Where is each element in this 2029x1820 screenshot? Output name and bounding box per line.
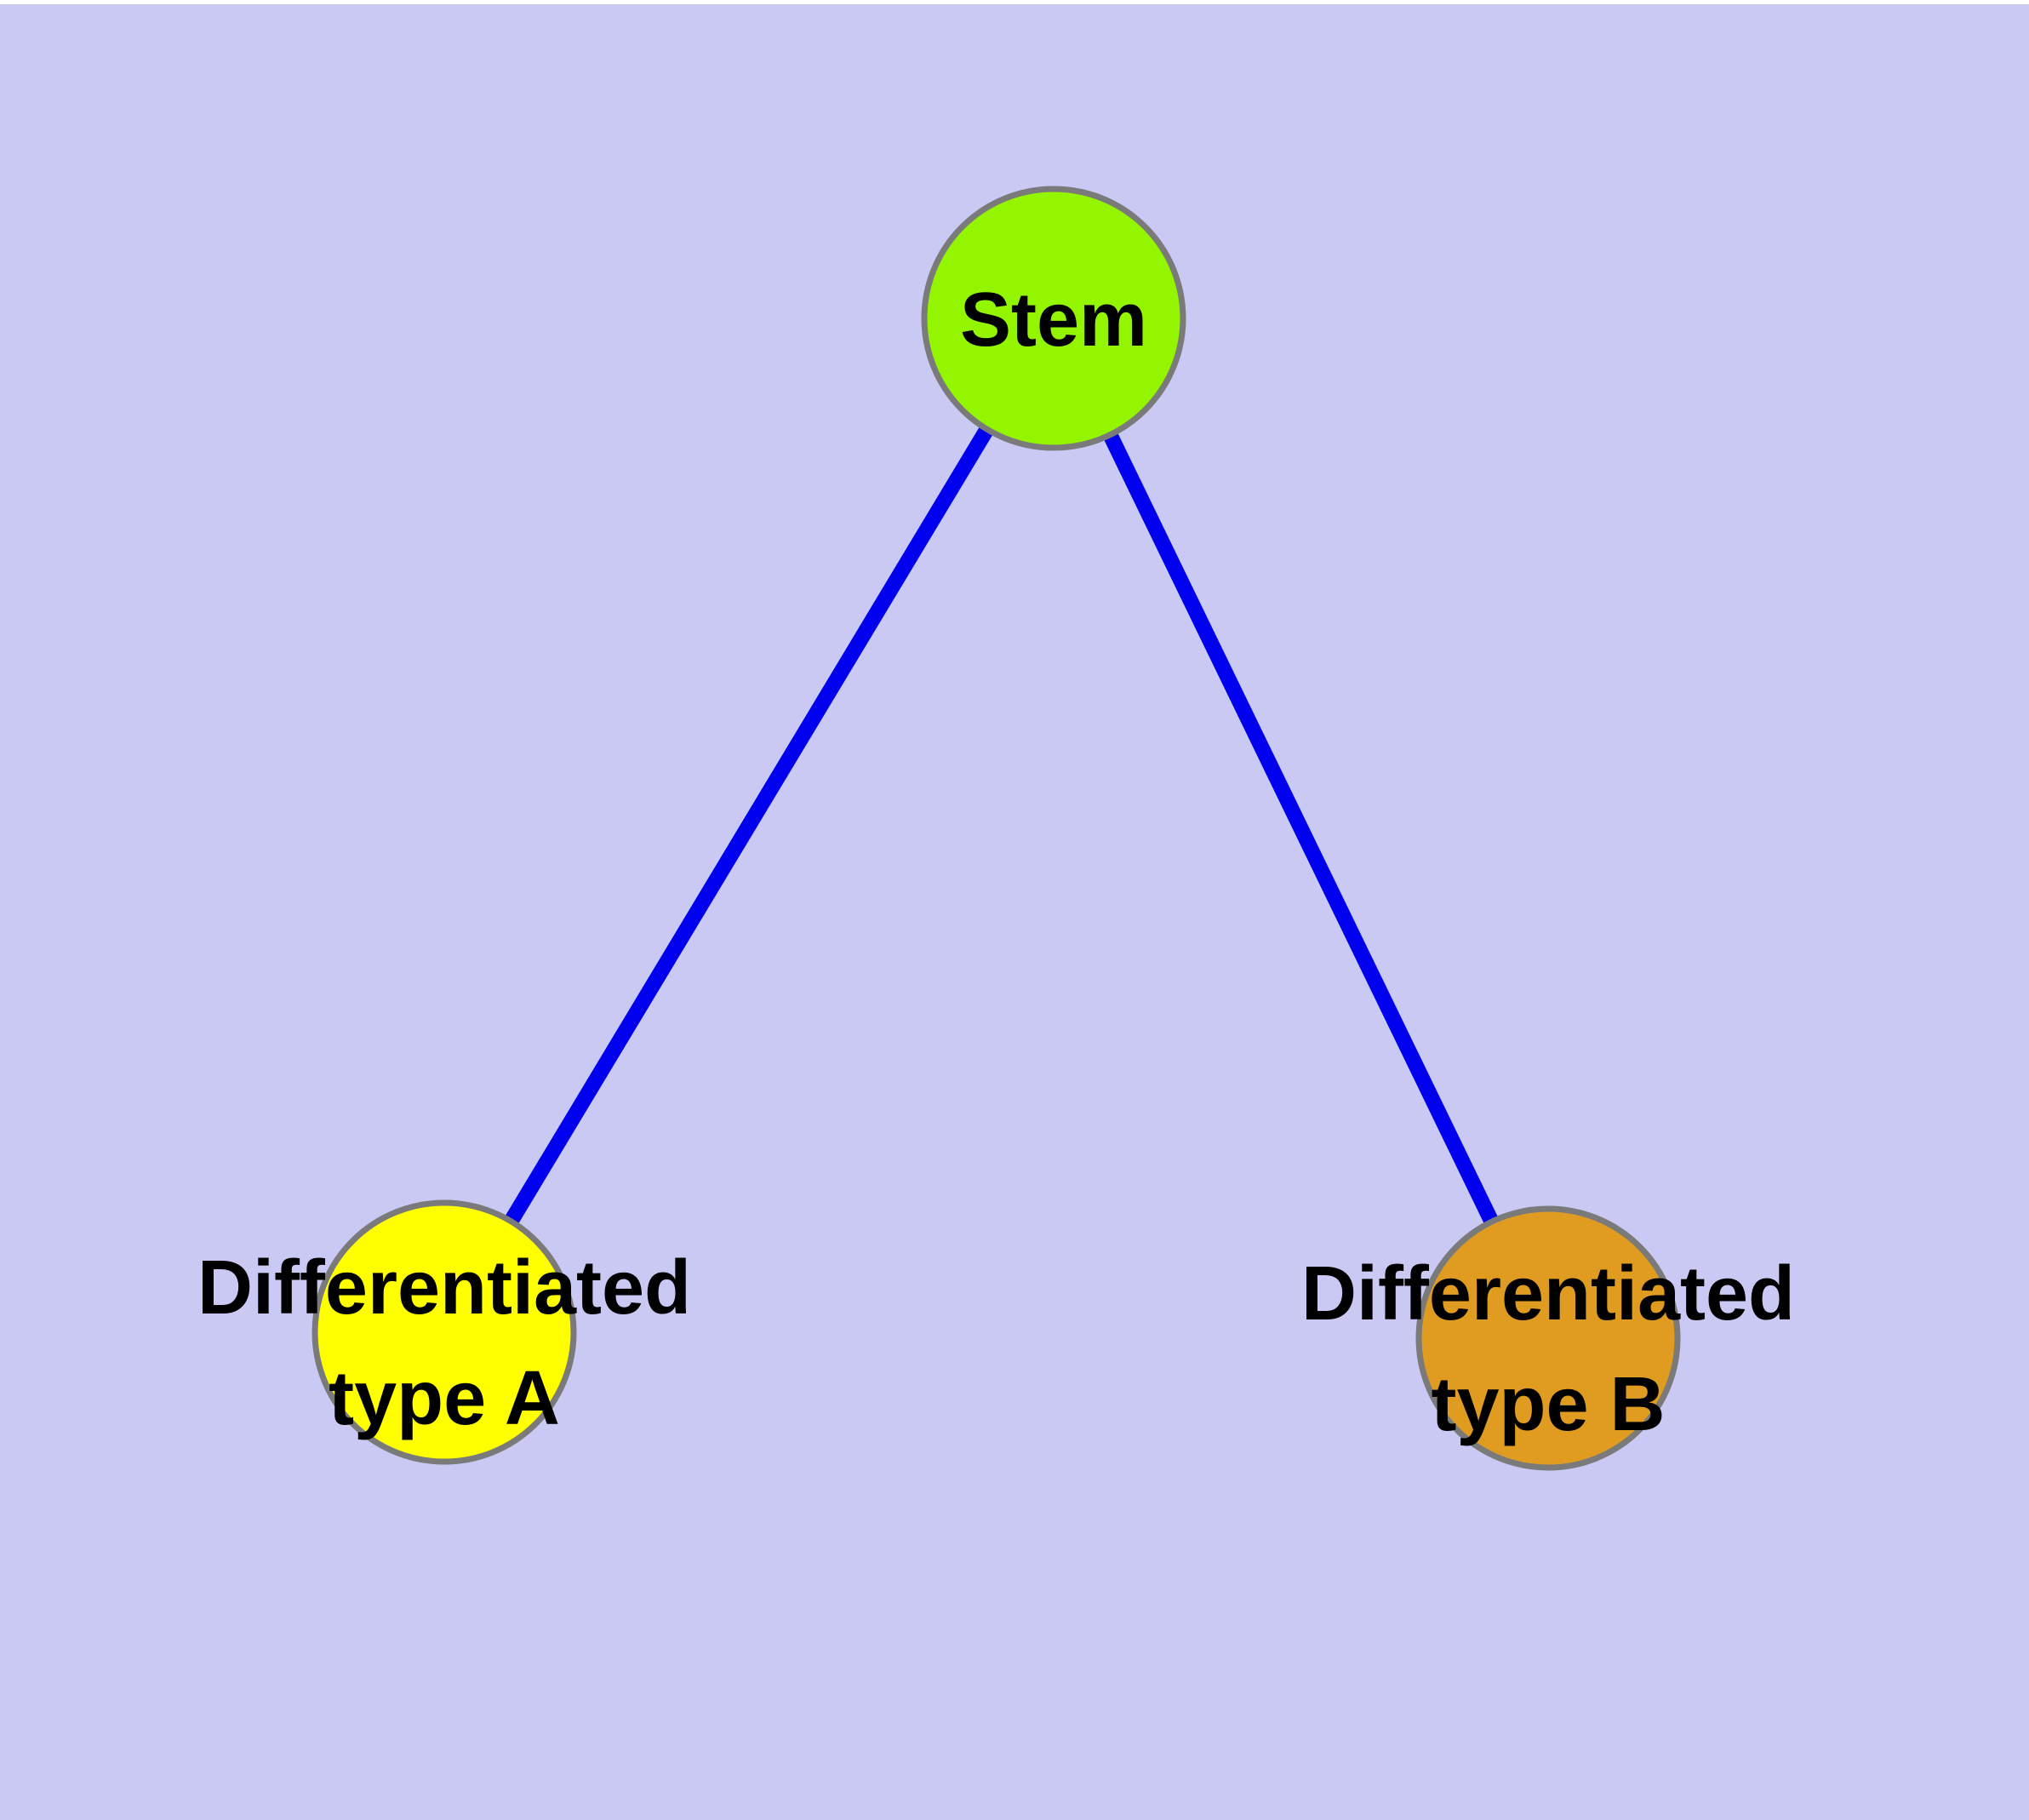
node-type-b-label-line1: Differentiated — [1301, 1251, 1795, 1336]
node-stem-label: Stem — [960, 278, 1147, 363]
node-stem — [921, 186, 1186, 451]
node-type-b-label-line2: type B — [1431, 1362, 1665, 1447]
top-edge-strip — [0, 0, 2029, 4]
node-differentiated-type-a — [311, 1199, 577, 1465]
node-type-a-label-line2: type A — [329, 1356, 560, 1441]
edge-stem-to-type-b — [1046, 315, 1556, 1342]
edge-stem-to-type-a — [437, 314, 1060, 1336]
node-differentiated-type-b — [1415, 1205, 1681, 1471]
node-type-a-label-line1: Differentiated — [197, 1245, 691, 1331]
